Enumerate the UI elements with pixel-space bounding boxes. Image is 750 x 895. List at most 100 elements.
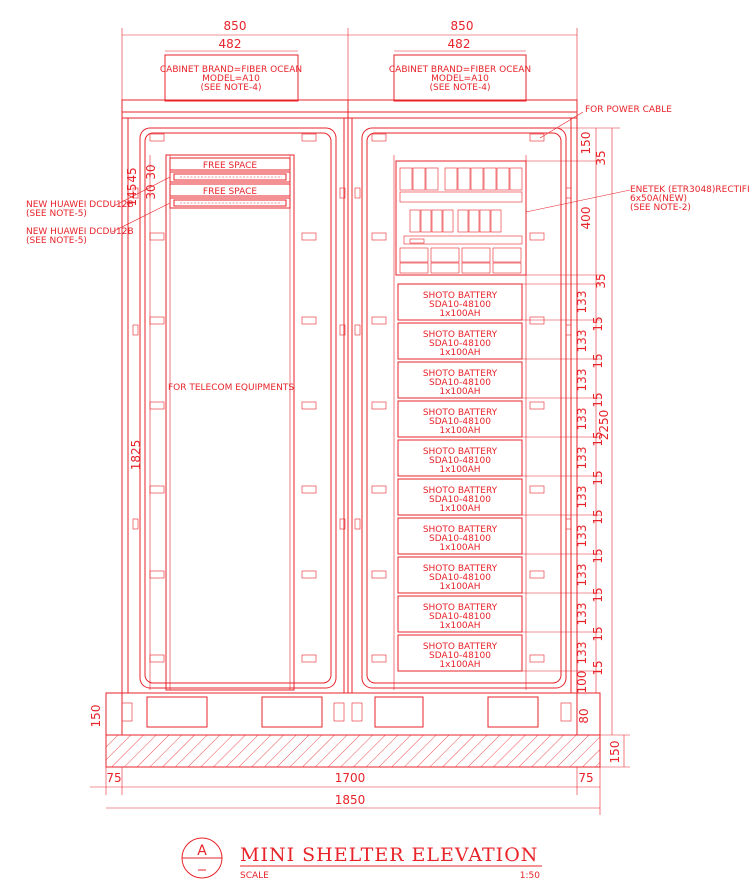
battery-8-capacity: 1x100AH xyxy=(439,582,480,592)
dim-battery-133-8: 133 xyxy=(575,564,589,587)
telecom-equipment-label: FOR TELECOM EQUIPMENTS xyxy=(168,383,294,393)
battery-1-brand: SHOTO BATTERY xyxy=(423,291,498,301)
pdu-2-label: NEW HUAWEI DCDU12B xyxy=(26,227,134,237)
dim-battery-gap-4: 15 xyxy=(591,431,605,446)
dim-battery-133-10: 133 xyxy=(575,642,589,665)
dim-right-100: 100 xyxy=(575,671,589,694)
dim-top-width-left: 850 xyxy=(224,19,247,33)
dim-left-145: 145 xyxy=(125,184,139,207)
free-space-2 xyxy=(169,183,291,197)
dim-base-150-left: 150 xyxy=(89,705,103,728)
rectifiers-rating: 6x50A(NEW) xyxy=(630,194,687,204)
battery-4 xyxy=(397,400,523,438)
battery-7-model: SDA10-48100 xyxy=(429,534,491,544)
battery-7-brand: SHOTO BATTERY xyxy=(423,525,498,535)
foundation-slab: 150 xyxy=(105,734,630,768)
battery-9-capacity: 1x100AH xyxy=(439,621,480,631)
cabinet-left-note: (SEE NOTE-4) xyxy=(201,83,262,93)
bottom-dimensions: 75 1700 75 1850 xyxy=(90,767,601,815)
battery-1-capacity: 1x100AH xyxy=(439,309,480,319)
dim-battery-gap-1: 15 xyxy=(591,316,605,331)
dim-bottom-1850: 1850 xyxy=(335,793,366,807)
dim-bottom-75-right: 75 xyxy=(578,771,593,785)
dim-battery-gap-10: 15 xyxy=(591,660,605,675)
rectifiers-note: (SEE NOTE-2) xyxy=(630,203,691,213)
battery-1 xyxy=(397,283,523,321)
battery-3-brand: SHOTO BATTERY xyxy=(423,369,498,379)
battery-10-capacity: 1x100AH xyxy=(439,660,480,670)
free-space-2-label: FREE SPACE xyxy=(203,187,258,197)
dim-battery-gap-5: 15 xyxy=(591,470,605,485)
dim-battery-133-5: 133 xyxy=(575,447,589,470)
battery-9 xyxy=(397,595,523,633)
dim-left-pdu-gap: 30 xyxy=(144,184,158,199)
title-block: A MINI SHELTER ELEVATION SCALE 1:50 xyxy=(181,837,542,881)
dim-battery-133-1: 133 xyxy=(575,291,589,314)
dim-inner-width-right: 482 xyxy=(448,37,471,51)
battery-9-model: SDA10-48100 xyxy=(429,612,491,622)
dim-battery-133-6: 133 xyxy=(575,486,589,509)
free-space-1 xyxy=(169,157,291,171)
dim-battery-133-9: 133 xyxy=(575,603,589,626)
battery-5-model: SDA10-48100 xyxy=(429,456,491,466)
dim-right-150: 150 xyxy=(579,132,593,155)
left-mounting-holes xyxy=(132,133,346,663)
dim-left-free-top: 30 xyxy=(144,164,158,179)
dim-base-right-80: 80 xyxy=(577,708,591,723)
pdu-1-note: (SEE NOTE-5) xyxy=(26,209,87,219)
dim-left-45: 45 xyxy=(125,167,139,182)
battery-6-capacity: 1x100AH xyxy=(439,504,480,514)
battery-5-brand: SHOTO BATTERY xyxy=(423,447,498,457)
battery-8-model: SDA10-48100 xyxy=(429,573,491,583)
battery-10-model: SDA10-48100 xyxy=(429,651,491,661)
battery-3-model: SDA10-48100 xyxy=(429,378,491,388)
battery-5 xyxy=(397,439,523,477)
section-tag: A xyxy=(197,843,207,859)
dim-right-35a: 35 xyxy=(594,150,608,165)
dim-battery-gap-7: 15 xyxy=(591,548,605,563)
dim-right-400: 400 xyxy=(579,207,593,230)
cabinet-left-brand: CABINET BRAND=FIBER OCEAN xyxy=(160,65,302,75)
battery-4-brand: SHOTO BATTERY xyxy=(423,408,498,418)
drawing-title: MINI SHELTER ELEVATION xyxy=(240,844,538,866)
battery-10 xyxy=(397,634,523,672)
battery-1-model: SDA10-48100 xyxy=(429,300,491,310)
battery-extension-lines xyxy=(522,127,620,672)
cabinet-brand-labels: CABINET BRAND=FIBER OCEAN MODEL=A10 (SEE… xyxy=(160,54,531,102)
scale-label: SCALE xyxy=(240,871,269,881)
power-cable-label: FOR POWER CABLE xyxy=(585,105,672,115)
free-space-1-label: FREE SPACE xyxy=(203,161,258,171)
cabinet-left-model: MODEL=A10 xyxy=(202,74,260,84)
right-dimensions: 150 35 400 35 133 15 133 15 133 15 133 1… xyxy=(575,128,613,735)
battery-2-brand: SHOTO BATTERY xyxy=(423,330,498,340)
dim-battery-gap-3: 15 xyxy=(591,392,605,407)
dim-right-35b: 35 xyxy=(594,273,608,288)
dim-battery-133-4: 133 xyxy=(575,408,589,431)
dim-battery-gap-8: 15 xyxy=(591,587,605,602)
battery-8 xyxy=(397,556,523,594)
battery-7-capacity: 1x100AH xyxy=(439,543,480,553)
cabinet-right-note: (SEE NOTE-4) xyxy=(430,83,491,93)
dim-battery-gap-9: 15 xyxy=(591,626,605,641)
dim-battery-gap-6: 15 xyxy=(591,509,605,524)
dim-right-2250: 2250 xyxy=(597,410,611,441)
battery-2 xyxy=(397,322,523,360)
battery-2-model: SDA10-48100 xyxy=(429,339,491,349)
rectifiers-label: ENETEK (ETR3048)RECTIFIERS xyxy=(630,185,750,195)
dim-bottom-1700: 1700 xyxy=(335,771,366,785)
battery-3-capacity: 1x100AH xyxy=(439,387,480,397)
battery-8-brand: SHOTO BATTERY xyxy=(423,564,498,574)
battery-5-capacity: 1x100AH xyxy=(439,465,480,475)
battery-10-brand: SHOTO BATTERY xyxy=(423,642,498,652)
dim-base-150-right: 150 xyxy=(608,741,622,764)
cabinet-right-model: MODEL=A10 xyxy=(431,74,489,84)
battery-7 xyxy=(397,517,523,555)
pdu-2-note: (SEE NOTE-5) xyxy=(26,236,87,246)
battery-9-brand: SHOTO BATTERY xyxy=(423,603,498,613)
dim-bottom-75-left: 75 xyxy=(106,771,121,785)
dim-top-width-right: 850 xyxy=(451,19,474,33)
battery-6-model: SDA10-48100 xyxy=(429,495,491,505)
battery-6 xyxy=(397,478,523,516)
battery-4-model: SDA10-48100 xyxy=(429,417,491,427)
